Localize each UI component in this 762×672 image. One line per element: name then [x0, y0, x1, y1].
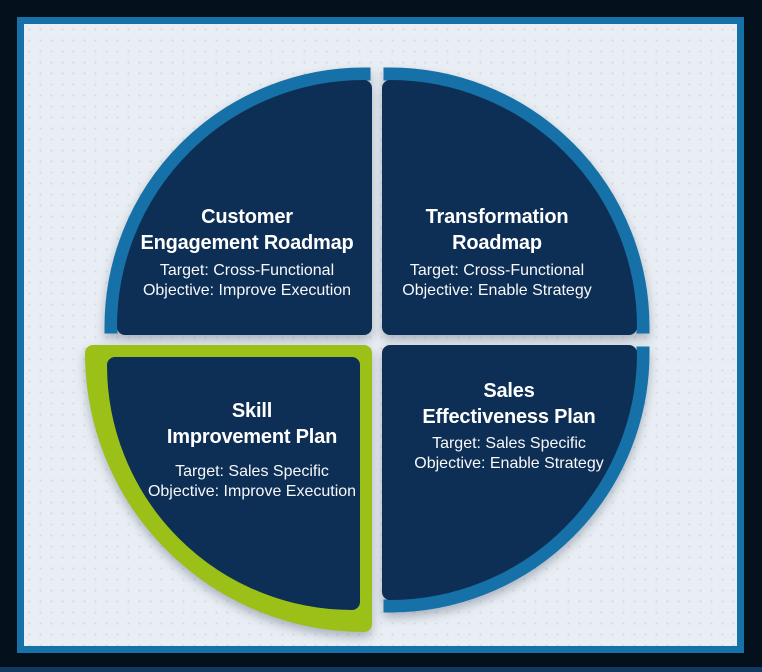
quadrant-top-left-arc-ring	[104, 67, 371, 334]
objective-text: Objective: Improve Execution	[147, 483, 357, 500]
objective-text: Objective: Improve Execution	[142, 282, 352, 299]
quadrant-title: Transformation Roadmap	[337, 204, 657, 256]
quadrant-title: Customer Engagement Roadmap	[87, 204, 407, 256]
quadrant-details: Target: Cross-Functional Objective: Impr…	[87, 261, 407, 301]
title-line-2: Roadmap	[452, 232, 542, 254]
quadrant-top-right	[382, 67, 650, 335]
quadrant-top-right-arc-ring	[383, 67, 650, 334]
quadrant-label-bottom-right: Sales Effectiveness Plan Target: Sales S…	[349, 378, 669, 474]
quadrant-title: Sales Effectiveness Plan	[349, 378, 669, 430]
quadrant-top-right-shape	[382, 80, 637, 335]
quadrant-top-left	[104, 67, 372, 335]
quadrant-details: Target: Sales Specific Objective: Improv…	[92, 462, 412, 502]
title-line-2: Engagement Roadmap	[140, 232, 354, 254]
title-line-1: Skill	[231, 400, 273, 422]
target-text: Target: Cross-Functional	[409, 262, 585, 279]
quadrant-label-top-right: Transformation Roadmap Target: Cross-Fun…	[337, 204, 657, 301]
quadrant-bottom-left-shape	[107, 357, 360, 610]
title-line-2: Improvement Plan	[166, 426, 338, 448]
quadrant-bottom-left	[85, 345, 372, 632]
quadrant-details: Target: Cross-Functional Objective: Enab…	[337, 261, 657, 301]
objective-text: Objective: Enable Strategy	[414, 455, 604, 472]
quadrant-label-top-left: Customer Engagement Roadmap Target: Cros…	[87, 204, 407, 301]
quadrant-label-bottom-left: Skill Improvement Plan Target: Sales Spe…	[92, 398, 412, 502]
target-text: Target: Sales Specific	[175, 463, 329, 480]
title-line-2: Effectiveness Plan	[422, 406, 596, 428]
window-edge-strip	[0, 667, 762, 672]
objective-text: Objective: Enable Strategy	[402, 282, 592, 299]
quadrant-bottom-right	[382, 345, 650, 613]
quadrant-details: Target: Sales Specific Objective: Enable…	[349, 434, 669, 474]
quadrant-top-left-shape	[117, 80, 372, 335]
title-line-1: Customer	[201, 206, 293, 228]
quadrant-bottom-right-shape	[382, 345, 637, 600]
quadrant-title: Skill Improvement Plan	[92, 398, 412, 450]
title-line-1: Sales	[483, 380, 535, 402]
target-text: Target: Cross-Functional	[159, 262, 335, 279]
target-text: Target: Sales Specific	[432, 435, 586, 452]
title-line-1: Transformation	[425, 206, 569, 228]
quadrant-bottom-right-arc-ring	[383, 346, 650, 613]
